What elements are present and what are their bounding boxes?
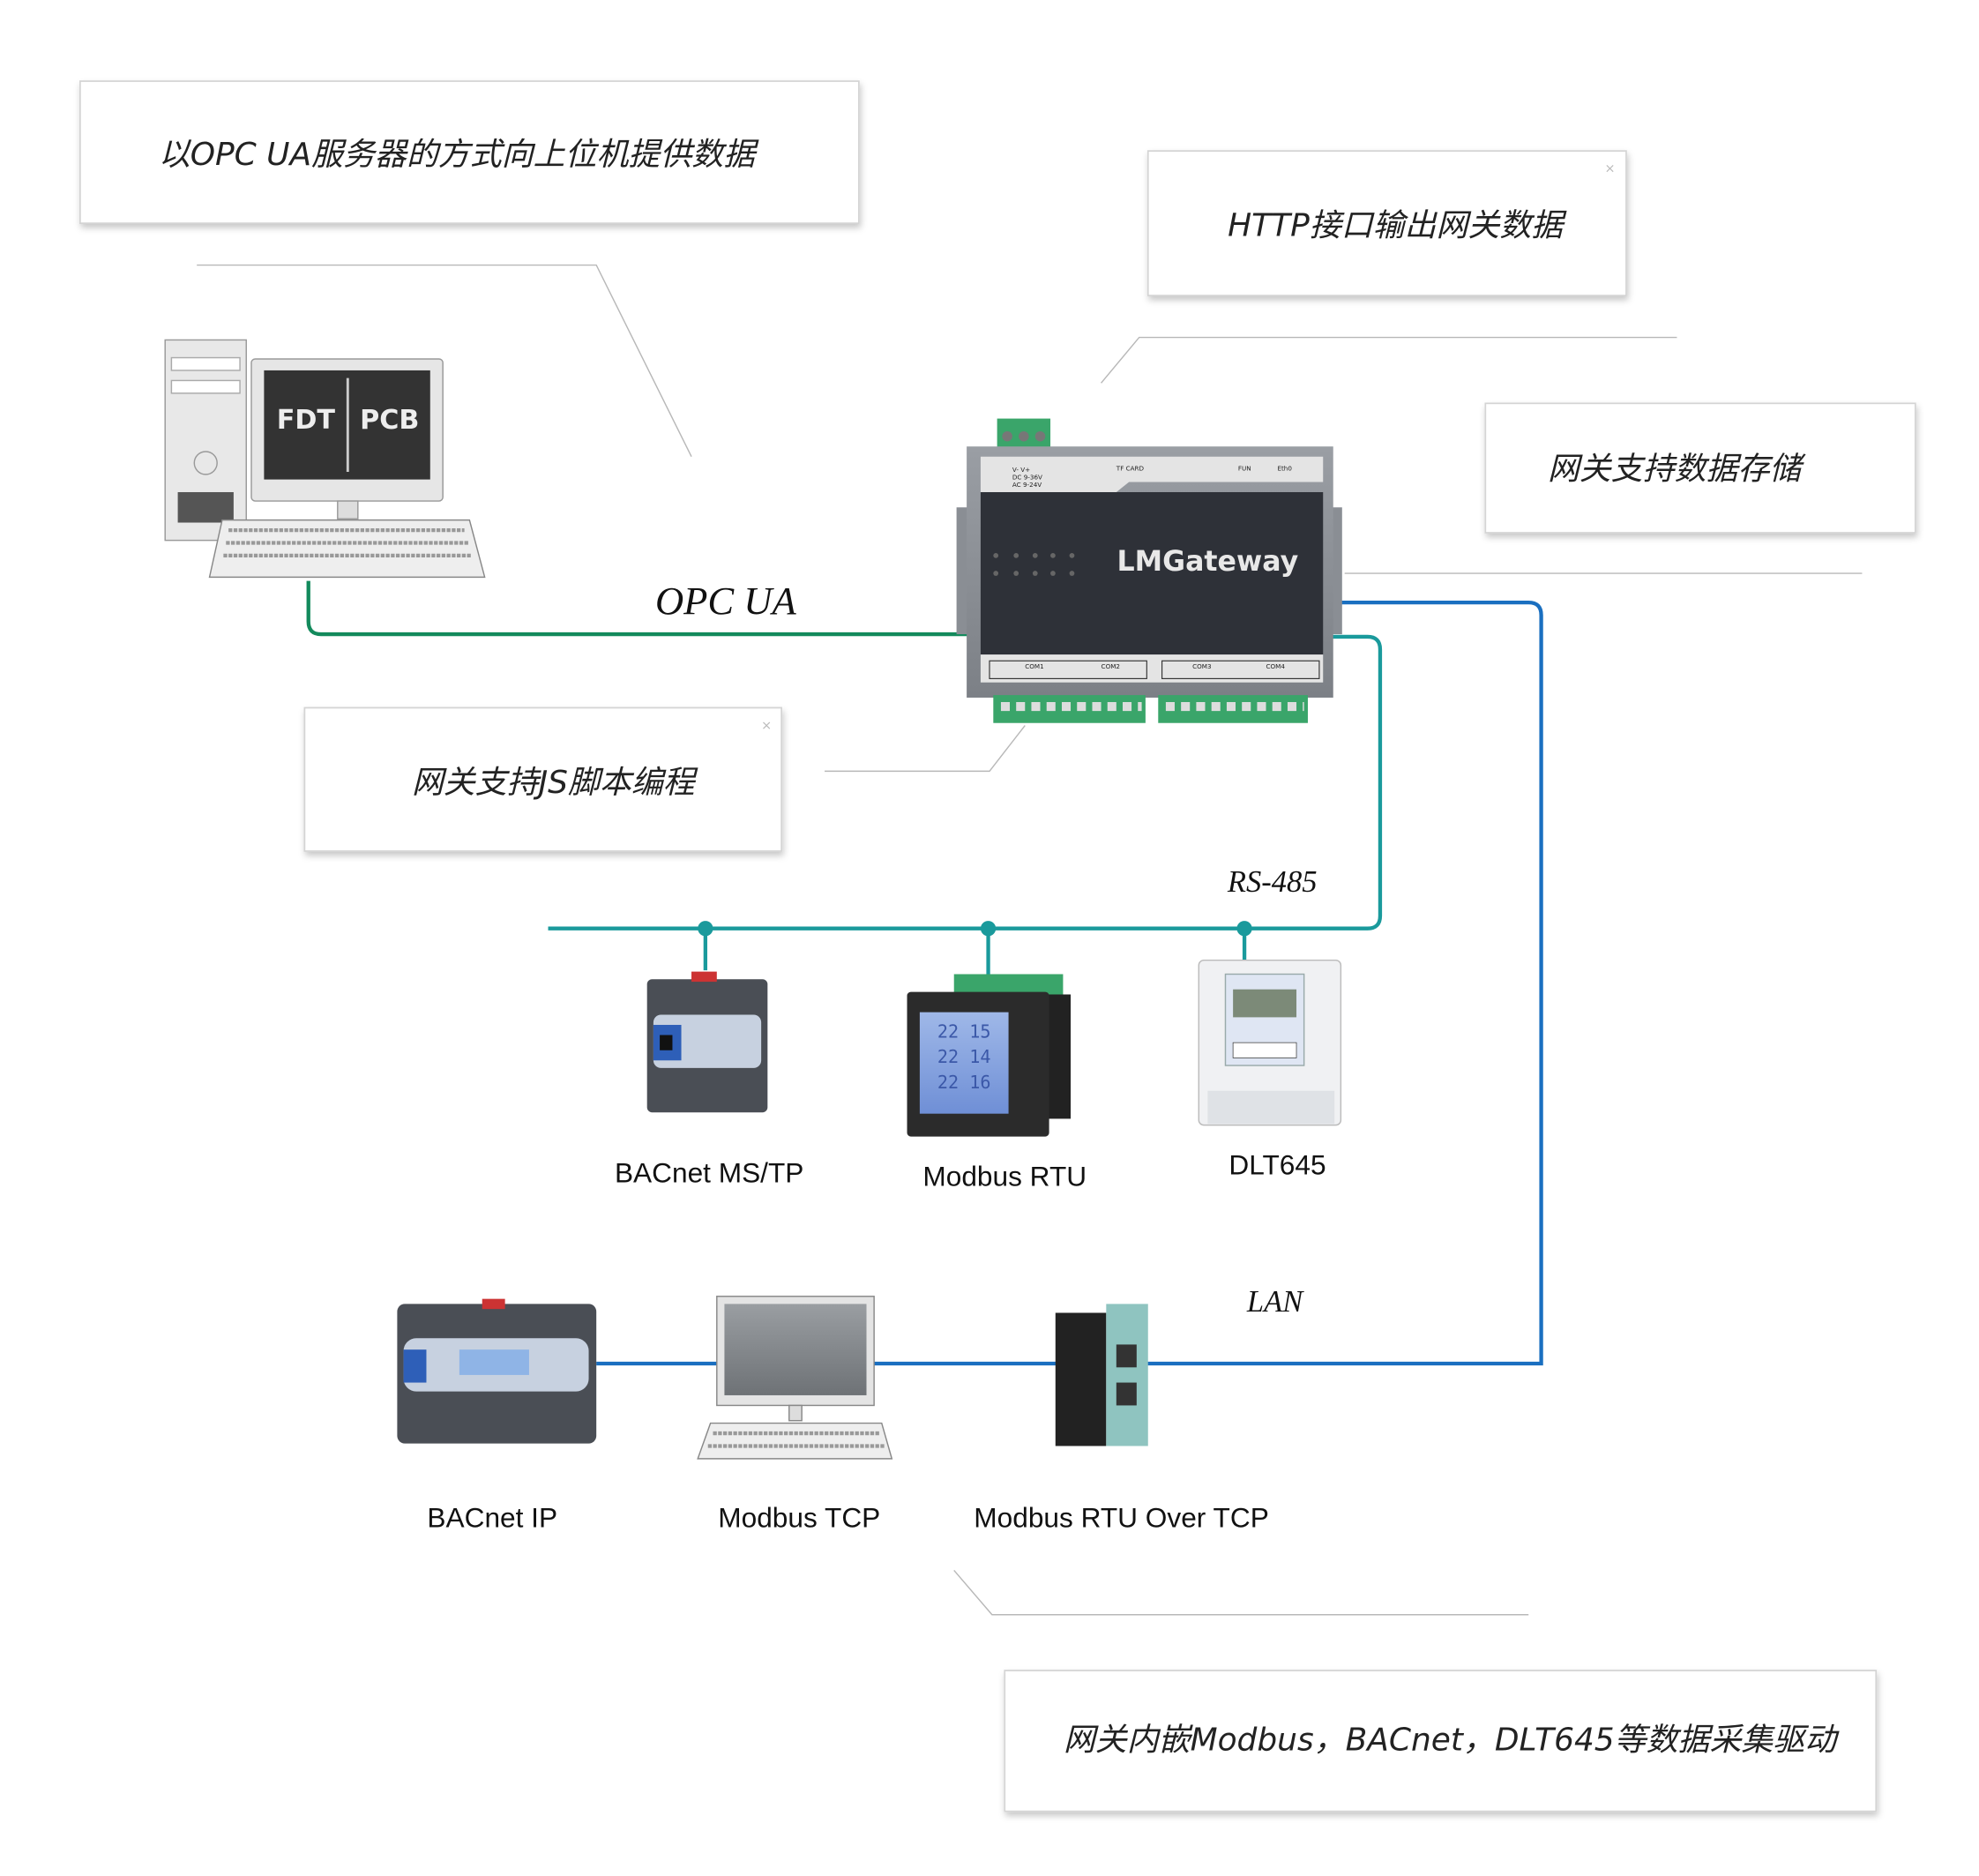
opcua-link-line <box>306 580 972 637</box>
opcua-label: OPC UA <box>655 579 796 623</box>
device-label: Modbus RTU <box>922 1161 1087 1192</box>
lan-label: LAN <box>1246 1285 1304 1319</box>
screen-text: PCB <box>360 405 419 436</box>
callout-http-output: × HTTP接口输出网关数据 <box>1146 150 1627 296</box>
device-label: Modbus RTU Over TCP <box>974 1502 1269 1534</box>
callout-text: HTTP接口输出网关数据 <box>1228 207 1567 243</box>
lan-link-line <box>1146 600 1543 1366</box>
close-icon[interactable]: × <box>1604 162 1615 176</box>
bacnet-ip-controller <box>397 1298 597 1444</box>
host-pc-image: FDT PCB <box>164 339 486 579</box>
modbus-rtu-meter: 22 15 22 14 22 16 <box>907 974 1072 1137</box>
port-label: COM3 <box>1192 662 1211 670</box>
callout-opcua-server: 以OPC UA服务器的方式向上位机提供数据 <box>78 80 860 224</box>
rs485-bus-line <box>548 634 1383 931</box>
rs485-drops <box>698 921 1252 975</box>
port-label: COM2 <box>1102 662 1120 670</box>
callout-data-storage: 网关支持数据存储 <box>1484 402 1916 534</box>
fun-label: FUN <box>1238 465 1251 473</box>
ac-label: AC 9-24V <box>1012 481 1042 489</box>
screen-text: FDT <box>277 405 336 436</box>
dlt645-energy-meter <box>1198 959 1342 1126</box>
bacnet-mstp-device <box>646 971 768 1113</box>
svg-text:22 14: 22 14 <box>937 1046 991 1067</box>
rs485-label: RS-485 <box>1227 865 1318 899</box>
callout-js-scripting: × 网关支持JS脚本编程 <box>303 706 783 852</box>
callout-text: 以OPC UA服务器的方式向上位机提供数据 <box>159 137 759 173</box>
svg-text:22 15: 22 15 <box>937 1020 991 1042</box>
svg-text:22 16: 22 16 <box>937 1072 991 1093</box>
port-label: COM4 <box>1266 662 1286 670</box>
modbus-tcp-computer <box>697 1296 893 1460</box>
callout-embedded-drivers: 网关内嵌Modbus，BACnet，DLT645等数据采集驱动 <box>1004 1670 1878 1812</box>
eth0-label: Eth0 <box>1277 465 1292 473</box>
serial-device-server <box>1055 1304 1148 1446</box>
device-label: BACnet IP <box>427 1502 557 1534</box>
close-icon[interactable]: × <box>761 719 772 733</box>
callout-text: 网关内嵌Modbus，BACnet，DLT645等数据采集驱动 <box>1064 1723 1840 1759</box>
callout-leader-lines <box>197 264 1863 1616</box>
power-label: V- V+ <box>1012 466 1030 474</box>
dc-label: DC 9-36V <box>1012 474 1042 482</box>
gateway-brand-logo: LMGateway <box>1117 546 1299 578</box>
callout-text: 网关支持JS脚本编程 <box>412 765 698 801</box>
lm-gateway-device: V- V+ DC 9-36V AC 9-24V TF CARD FUN Eth0… <box>956 418 1342 723</box>
device-label: DLT645 <box>1228 1149 1326 1181</box>
device-label: BACnet MS/TP <box>615 1156 803 1188</box>
device-label: Modbus TCP <box>718 1502 880 1534</box>
port-label: COM1 <box>1025 662 1043 670</box>
callout-text: 网关支持数据存储 <box>1548 452 1807 488</box>
tf-card-label: TF CARD <box>1116 465 1145 473</box>
